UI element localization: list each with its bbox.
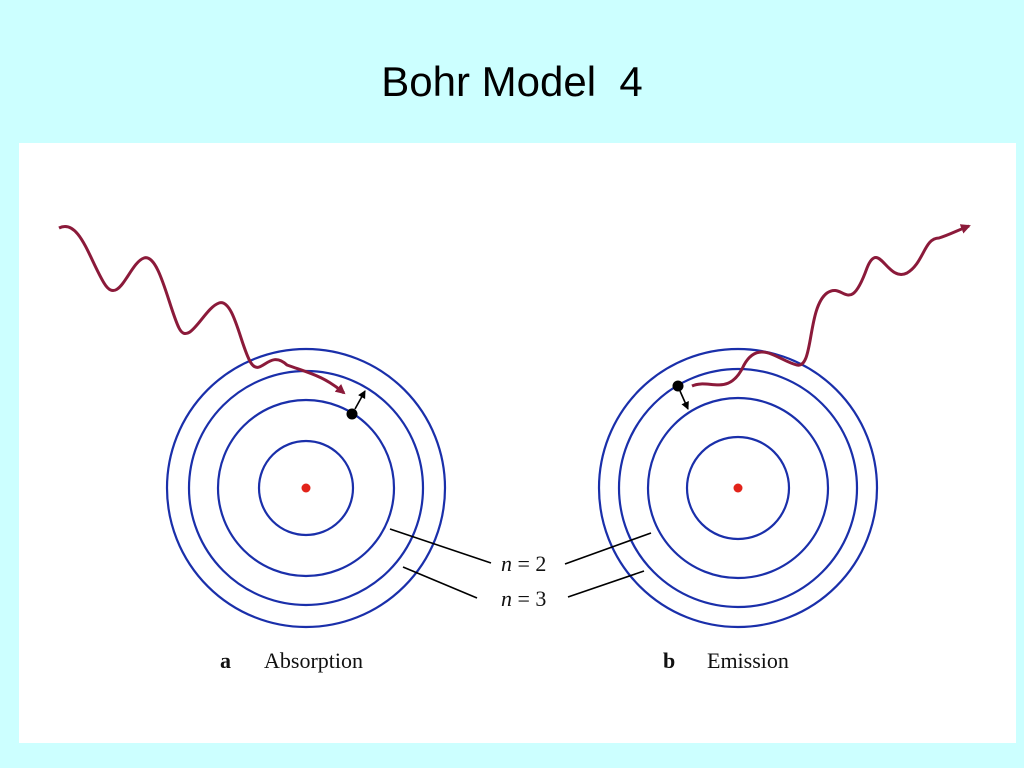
caption-emission: Emission (707, 648, 789, 673)
slide-title: Bohr Model 4 (381, 58, 643, 105)
atom-emission (597, 224, 971, 629)
label-n3: n = 3 (501, 586, 546, 611)
caption-b-letter: b (663, 648, 675, 673)
nucleus (733, 483, 743, 493)
electron (672, 380, 684, 392)
bohr-model-diagram: n = 2 n = 3 a Absorption b Emission (58, 224, 971, 673)
caption-a-letter: a (220, 648, 231, 673)
orbit-n1 (257, 439, 355, 537)
leader-n2-left (389, 528, 492, 564)
orbit-n3 (617, 367, 859, 609)
leader-n3-left (402, 566, 478, 599)
orbit-n4 (165, 347, 447, 629)
leader-n2-right (564, 532, 652, 565)
electron (346, 408, 358, 420)
electron-jump-arrow (354, 390, 366, 410)
outgoing-photon (691, 224, 971, 388)
caption-absorption: Absorption (264, 648, 363, 673)
figure-panel: n = 2 n = 3 a Absorption b Emission (19, 143, 1016, 743)
nucleus (301, 483, 311, 493)
incoming-photon (58, 224, 346, 395)
label-n2: n = 2 (501, 551, 546, 576)
orbit-n4 (597, 347, 879, 629)
orbit-n2 (216, 398, 396, 578)
leader-lines (389, 528, 652, 599)
electron-jump-arrow (679, 390, 689, 410)
leader-n3-right (567, 570, 645, 598)
atom-absorption (58, 224, 447, 629)
orbit-n2 (646, 396, 830, 580)
orbit-n1 (685, 435, 791, 541)
